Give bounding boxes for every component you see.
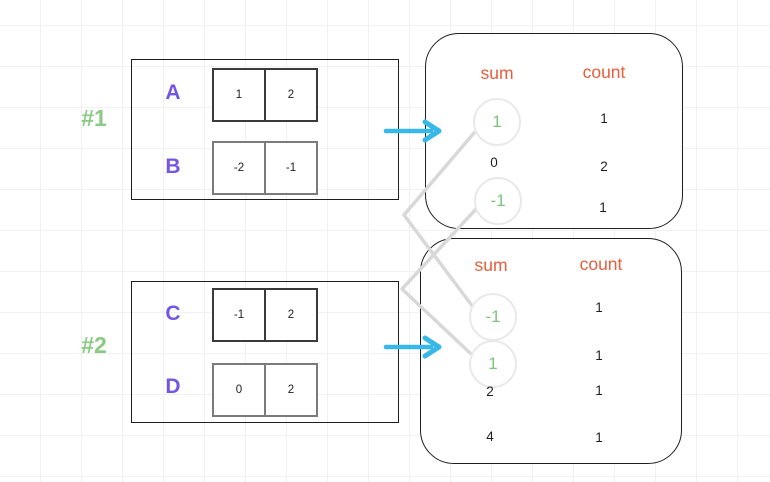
- highlight-circle-sum-value: -1: [469, 293, 517, 341]
- array-c-cell-0: -1: [214, 290, 266, 340]
- count-header-2: count: [579, 253, 623, 274]
- array-b-name: B: [165, 155, 181, 178]
- array-b-cell-1: -1: [285, 162, 297, 174]
- count-value: 1: [595, 429, 603, 445]
- sum-value: 0: [490, 154, 498, 170]
- count-value: 1: [595, 299, 603, 315]
- array-d-cell-1: 2: [287, 384, 295, 396]
- group-2-box: [131, 281, 399, 423]
- group-1-label: #1: [81, 104, 107, 131]
- array-a-name: A: [165, 81, 181, 104]
- array-a-cells: 1 2: [212, 68, 318, 122]
- array-d-cells: 0 2: [212, 363, 318, 417]
- array-a-cell-0: 1: [214, 70, 266, 120]
- group-2-label: #2: [81, 331, 107, 358]
- array-c-name: C: [165, 302, 181, 325]
- sum-header-2: sum: [474, 254, 508, 275]
- array-c-cell-1: 2: [287, 309, 295, 321]
- count-value: 2: [600, 158, 608, 174]
- count-value: 1: [599, 199, 607, 215]
- result-box-1: [425, 33, 683, 229]
- sum-value: 4: [486, 428, 494, 444]
- count-value: 1: [600, 110, 608, 126]
- array-b-cell-0: -2: [214, 143, 266, 193]
- sum-header-1: sum: [480, 62, 514, 83]
- sum-value: 2: [486, 383, 494, 399]
- array-b-cells: -2 -1: [212, 141, 318, 195]
- count-value: 1: [595, 347, 603, 363]
- array-a-cell-1: 2: [287, 89, 295, 101]
- array-c-cells: -1 2: [212, 288, 318, 342]
- highlight-circle-sum-value: 1: [473, 98, 521, 146]
- count-value: 1: [595, 382, 603, 398]
- result-box-2: [420, 238, 682, 464]
- count-header-1: count: [582, 61, 626, 82]
- highlight-circle-sum-value: -1: [474, 177, 522, 225]
- array-d-name: D: [165, 375, 181, 398]
- array-d-cell-0: 0: [214, 365, 266, 415]
